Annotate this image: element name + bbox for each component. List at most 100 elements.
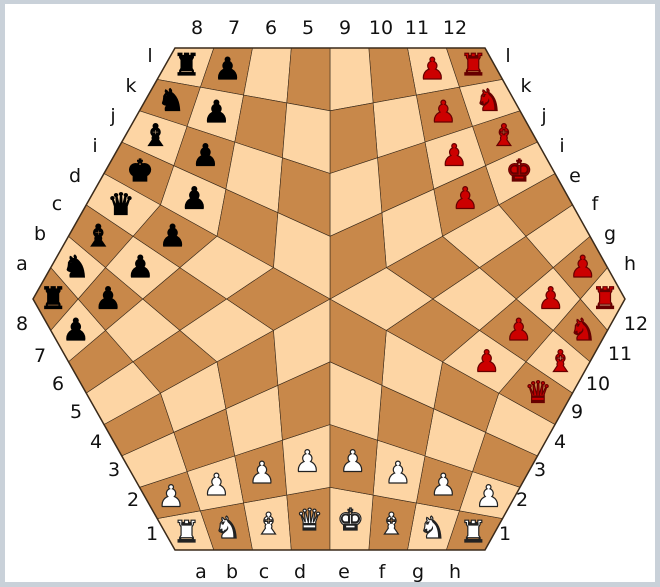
black-knight-k8[interactable]: ♞ — [158, 83, 185, 118]
white-pawn[interactable]: ♟ — [385, 456, 412, 491]
black-pawn[interactable]: ♟ — [159, 219, 186, 254]
file-label-bottom: c — [259, 561, 269, 583]
black-king-i8[interactable]: ♚ — [127, 154, 154, 189]
board-square[interactable] — [330, 48, 373, 111]
white-knight-g1[interactable]: ♞ — [419, 511, 446, 546]
black-pawn[interactable]: ♟ — [127, 250, 154, 285]
file-label-bottom: e — [338, 561, 350, 583]
black-pawn[interactable]: ♟ — [214, 52, 241, 87]
file-label-upper-right: l — [505, 45, 510, 67]
red-rook-l12[interactable]: ♜ — [460, 48, 487, 83]
red-pawn[interactable]: ♟ — [441, 138, 468, 173]
white-knight-b1[interactable]: ♞ — [214, 511, 241, 546]
red-rook-h12[interactable]: ♜ — [592, 282, 619, 317]
red-pawn[interactable]: ♟ — [505, 313, 532, 348]
rank-label-lower-right: 12 — [624, 313, 648, 335]
rank-label-lower-right: 2 — [516, 489, 528, 511]
black-rook-l8[interactable]: ♜ — [173, 48, 200, 83]
white-pawn[interactable]: ♟ — [203, 468, 230, 503]
rank-label-top: 7 — [228, 17, 240, 39]
rank-label-lower-right: 3 — [534, 459, 546, 481]
file-label-bottom: h — [449, 561, 461, 583]
black-bishop-j8[interactable]: ♝ — [142, 119, 169, 154]
file-label-upper-left: a — [16, 253, 28, 275]
board-square[interactable] — [244, 48, 292, 103]
rank-label-lower-right: 4 — [554, 431, 566, 453]
file-label-upper-left: k — [125, 75, 136, 97]
rank-label-lower-right: 10 — [586, 373, 610, 395]
rank-label-lower-left: 4 — [90, 431, 102, 453]
red-pawn[interactable]: ♟ — [430, 95, 457, 130]
file-label-upper-right: g — [604, 223, 616, 245]
file-label-upper-left: j — [109, 105, 115, 127]
black-queen-d8[interactable]: ♛ — [108, 187, 135, 222]
file-label-upper-left: d — [69, 165, 81, 187]
black-pawn[interactable]: ♟ — [95, 282, 122, 317]
board-square[interactable] — [287, 48, 330, 111]
rank-label-top: 8 — [191, 17, 203, 39]
white-pawn[interactable]: ♟ — [339, 444, 366, 479]
red-bishop-j12[interactable]: ♝ — [490, 119, 517, 154]
black-pawn[interactable]: ♟ — [203, 95, 230, 130]
red-knight-k12[interactable]: ♞ — [475, 83, 502, 118]
rank-label-top: 12 — [443, 17, 467, 39]
file-label-bottom: a — [195, 561, 207, 583]
rank-label-lower-left: 7 — [34, 345, 46, 367]
rank-label-top: 10 — [369, 17, 393, 39]
file-label-bottom: d — [294, 561, 306, 583]
rank-label-lower-left: 6 — [52, 373, 64, 395]
file-label-upper-right: e — [569, 165, 581, 187]
red-knight-g12[interactable]: ♞ — [569, 313, 596, 348]
white-king-e1[interactable]: ♚ — [337, 503, 364, 538]
file-label-upper-left: c — [52, 193, 62, 215]
rank-label-lower-left: 2 — [127, 489, 139, 511]
rank-label-top: 11 — [405, 17, 429, 39]
file-label-upper-right: h — [624, 253, 636, 275]
rank-label-top: 9 — [339, 17, 351, 39]
board-square[interactable] — [369, 48, 417, 103]
rank-label-lower-left: 1 — [146, 523, 158, 545]
white-pawn[interactable]: ♟ — [475, 480, 502, 515]
rank-label-top: 6 — [265, 17, 277, 39]
black-pawn[interactable]: ♟ — [62, 313, 89, 348]
white-queen-d1[interactable]: ♛ — [296, 503, 323, 538]
rank-label-lower-left: 8 — [16, 313, 28, 335]
black-bishop-c8[interactable]: ♝ — [85, 219, 112, 254]
file-label-upper-right: j — [540, 105, 546, 127]
file-label-upper-left: l — [147, 45, 152, 67]
black-pawn[interactable]: ♟ — [181, 181, 208, 216]
file-label-bottom: g — [412, 561, 424, 583]
red-pawn[interactable]: ♟ — [569, 250, 596, 285]
rank-label-lower-right: 9 — [571, 401, 583, 423]
rank-label-top: 5 — [302, 17, 314, 39]
black-knight-b8[interactable]: ♞ — [62, 250, 89, 285]
red-bishop-f12[interactable]: ♝ — [547, 344, 574, 379]
red-pawn[interactable]: ♟ — [537, 282, 564, 317]
white-bishop-c1[interactable]: ♝ — [255, 507, 282, 542]
white-pawn[interactable]: ♟ — [430, 468, 457, 503]
rank-label-lower-right: 1 — [499, 523, 511, 545]
white-pawn[interactable]: ♟ — [158, 480, 185, 515]
rank-label-lower-right: 11 — [608, 343, 632, 365]
red-pawn[interactable]: ♟ — [452, 181, 479, 216]
white-bishop-f1[interactable]: ♝ — [378, 507, 405, 542]
black-pawn[interactable]: ♟ — [192, 138, 219, 173]
red-pawn[interactable]: ♟ — [473, 344, 500, 379]
rank-label-lower-left: 3 — [108, 459, 120, 481]
file-label-bottom: b — [226, 561, 238, 583]
black-rook-a8[interactable]: ♜ — [40, 282, 67, 317]
white-rook-h1[interactable]: ♜ — [460, 515, 487, 550]
rank-label-lower-left: 5 — [70, 401, 82, 423]
white-rook-a1[interactable]: ♜ — [173, 515, 200, 550]
red-queen-e12[interactable]: ♛ — [525, 376, 552, 411]
white-pawn[interactable]: ♟ — [248, 456, 275, 491]
white-pawn[interactable]: ♟ — [294, 444, 321, 479]
file-label-upper-right: i — [559, 135, 564, 157]
red-pawn[interactable]: ♟ — [419, 52, 446, 87]
file-label-upper-left: b — [34, 223, 46, 245]
red-king-i12[interactable]: ♚ — [506, 154, 533, 189]
file-label-upper-left: i — [92, 135, 97, 157]
file-label-upper-right: k — [520, 75, 531, 97]
